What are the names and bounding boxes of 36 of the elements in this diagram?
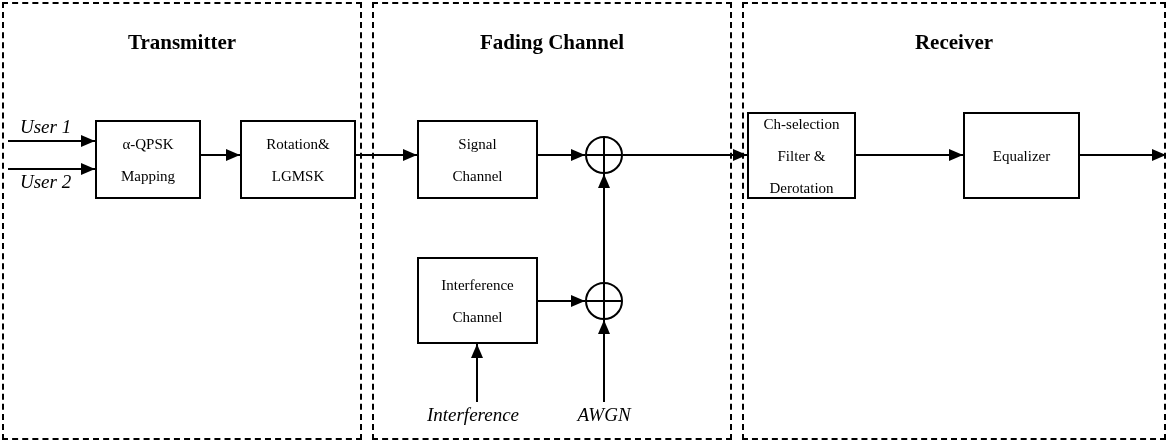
arrow bbox=[471, 343, 483, 403]
input-label: AWGN bbox=[577, 404, 631, 426]
box-label: Interference Channel bbox=[440, 275, 515, 327]
box-label: Signal Channel bbox=[451, 134, 504, 186]
group-title: Receiver bbox=[913, 30, 995, 55]
dashed-group-frame bbox=[742, 2, 1166, 440]
edge-label: User 2 bbox=[20, 171, 72, 193]
arrow bbox=[1079, 149, 1167, 161]
dashed-group-frame bbox=[2, 2, 362, 440]
group-title: Fading Channel bbox=[478, 30, 626, 55]
summing-junction bbox=[585, 282, 623, 320]
process-box bbox=[417, 120, 538, 199]
box-label: α-QPSK Mapping bbox=[119, 134, 177, 186]
box-label: Rotation& LGMSK bbox=[265, 134, 331, 186]
process-box bbox=[95, 120, 201, 199]
arrow bbox=[622, 149, 748, 161]
arrow bbox=[598, 173, 610, 283]
summing-junction bbox=[585, 136, 623, 174]
arrow bbox=[7, 163, 96, 175]
group-title: Transmitter bbox=[126, 30, 238, 55]
dashed-group-frame bbox=[372, 2, 732, 440]
arrow bbox=[855, 149, 964, 161]
arrow bbox=[200, 149, 241, 161]
process-box bbox=[747, 112, 856, 199]
edge-label: User 1 bbox=[20, 116, 72, 138]
input-label: Interference bbox=[426, 404, 520, 426]
process-box bbox=[417, 257, 538, 344]
box-label: Ch-selection Filter & Derotation bbox=[762, 114, 841, 198]
arrow bbox=[598, 319, 610, 403]
arrow bbox=[355, 149, 418, 161]
process-box bbox=[963, 112, 1080, 199]
process-box bbox=[240, 120, 356, 199]
box-label: Equalizer bbox=[992, 146, 1051, 166]
arrow bbox=[537, 295, 586, 307]
arrow bbox=[7, 135, 96, 147]
arrow bbox=[537, 149, 586, 161]
